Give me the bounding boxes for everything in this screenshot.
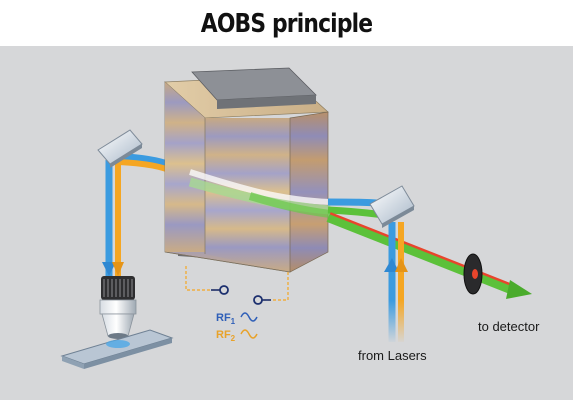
microscope-objective <box>99 276 137 339</box>
aobs-crystal <box>164 67 329 273</box>
rf-terminals <box>211 285 271 305</box>
output-beam <box>326 212 532 299</box>
left-vertical-beam <box>102 160 124 276</box>
laser-input-beam <box>384 222 408 344</box>
pinhole-aperture <box>463 253 483 295</box>
to-detector-label: to detector <box>478 319 540 334</box>
left-mirror <box>97 129 143 168</box>
specimen-slide <box>60 329 174 369</box>
rf2-label: RF2 <box>216 329 236 343</box>
rf1-label: RF1 <box>216 312 236 326</box>
from-lasers-label: from Lasers <box>358 348 427 363</box>
rf-connection-wires <box>185 266 289 301</box>
crystal-internal-beam <box>188 169 331 218</box>
right-mirror <box>369 185 415 228</box>
diagram-title: AOBS principle <box>200 9 373 39</box>
rf-wave-icons <box>240 312 258 339</box>
